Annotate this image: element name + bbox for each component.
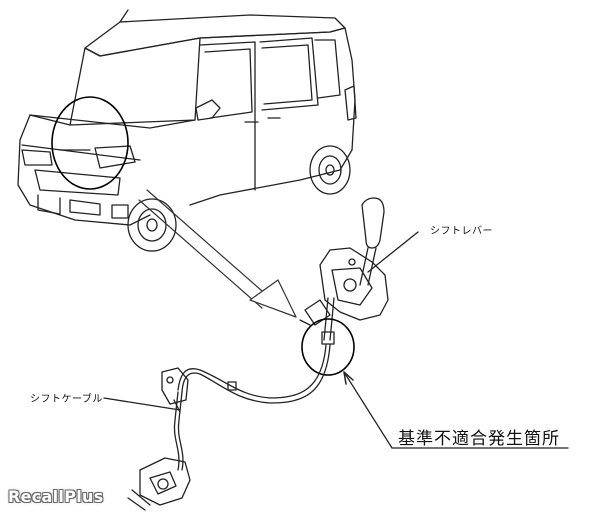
leader-line-shift-lever	[367, 231, 419, 273]
watermark-logo: RecallPlus	[8, 487, 104, 506]
label-shift-cable: シフトケーブル	[30, 394, 103, 405]
leader-line-shift-cable	[103, 397, 181, 411]
highlight-circle-car	[51, 96, 129, 190]
shift-cable	[127, 344, 331, 511]
label-shift-lever: シフトレバー	[430, 226, 493, 237]
label-nonconformity-location: 基準不適合発生箇所	[398, 429, 560, 449]
highlight-circle-lever	[301, 318, 355, 376]
shift-lever-assembly	[299, 197, 389, 345]
leader-arrowhead	[343, 371, 354, 385]
car-illustration	[17, 9, 357, 252]
pointer-arrow	[138, 189, 297, 318]
leader-line-nonconformity	[343, 371, 569, 449]
